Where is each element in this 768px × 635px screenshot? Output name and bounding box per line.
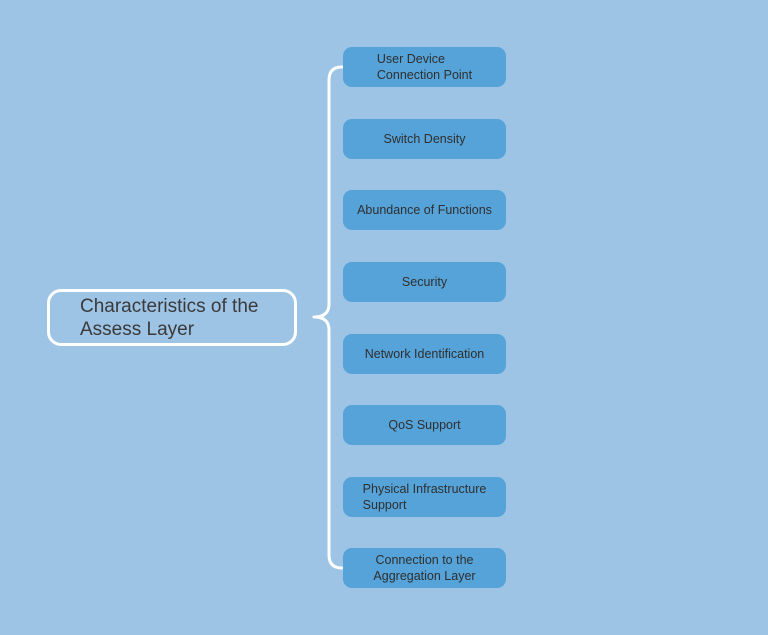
item-user-device-connection-point: User Device Connection Point <box>343 47 506 87</box>
root-node-label: Characteristics of the Assess Layer <box>80 295 259 340</box>
item-security: Security <box>343 262 506 302</box>
item-abundance-of-functions: Abundance of Functions <box>343 190 506 230</box>
item-label: User Device Connection Point <box>376 52 473 82</box>
item-physical-infrastructure-support: Physical Infrastructure Support <box>343 477 506 517</box>
item-qos-support: QoS Support <box>343 405 506 445</box>
root-node-characteristics: Characteristics of the Assess Layer <box>47 289 297 346</box>
item-connection-to-aggregation-layer: Connection to the Aggregation Layer <box>343 548 506 588</box>
item-label: Abundance of Functions <box>357 203 492 217</box>
item-label: QoS Support <box>388 418 461 432</box>
item-network-identification: Network Identification <box>343 334 506 374</box>
item-label: Security <box>401 275 448 289</box>
item-label: Switch Density <box>383 132 466 146</box>
curly-brace-path <box>312 65 344 570</box>
item-label: Physical Infrastructure Support <box>362 482 487 512</box>
item-label: Connection to the Aggregation Layer <box>373 553 476 583</box>
item-switch-density: Switch Density <box>343 119 506 159</box>
item-label: Network Identification <box>364 347 485 361</box>
